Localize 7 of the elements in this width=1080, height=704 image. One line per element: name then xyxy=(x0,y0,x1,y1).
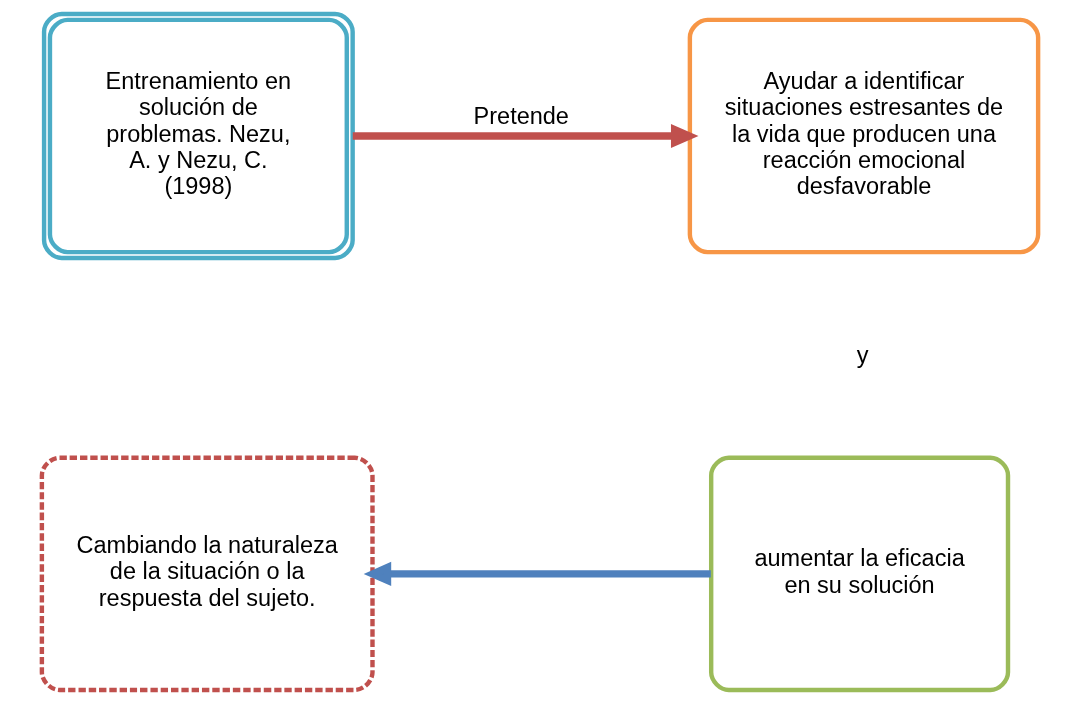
node-box: Cambiando la naturaleza de la situación o la respuesta del sujeto. xyxy=(39,455,375,693)
label: y xyxy=(856,342,869,369)
edge-label: Pretende xyxy=(473,102,569,129)
arrow xyxy=(352,123,699,149)
node-box: aumentar la eficacia en su solución xyxy=(708,455,1011,693)
node-box: Entrenamiento en solución de problemas. Nezu, A. y Nezu, C. (1998) xyxy=(41,11,355,261)
node-box: Ayudar a identificar situaciones estresantes de la vida que producen una reacción emocional desfavorable xyxy=(687,17,1041,255)
